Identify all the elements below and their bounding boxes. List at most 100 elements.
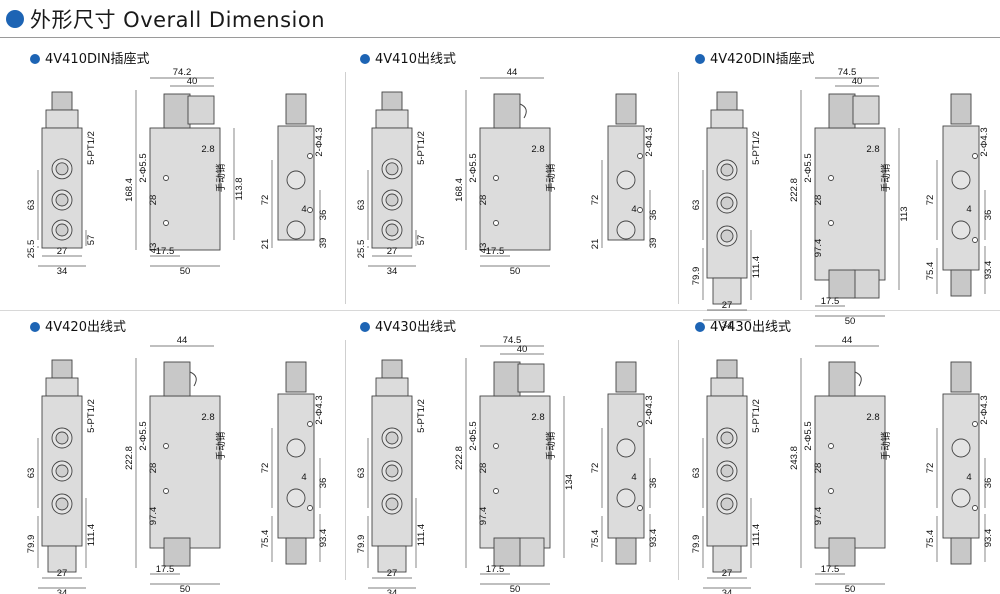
panel-title: 4V410DIN插座式 [45, 52, 150, 67]
port-circle [720, 497, 734, 511]
dimension-label: 27 [57, 246, 68, 257]
mounting-hole [163, 443, 169, 449]
mounting-hole [493, 175, 499, 181]
port-circle [55, 464, 69, 478]
dimension-label: 21 [590, 239, 601, 250]
din-connector [187, 95, 215, 125]
port-circle [55, 431, 69, 445]
mounting-hole [828, 488, 834, 494]
dimension-label: 97.4 [813, 239, 824, 258]
hole-label: 2-Φ5.5 [468, 421, 479, 450]
dimension-label: 17.5 [156, 246, 175, 257]
mounting-hole [307, 421, 313, 427]
dimension-label: 34 [387, 266, 398, 277]
lower-coil [712, 277, 742, 305]
hole-label: 2-Φ4.3 [979, 127, 990, 156]
dimension-label: 93.4 [983, 261, 994, 280]
dimension-label: 57 [416, 235, 427, 246]
coil-body [45, 109, 79, 129]
dimension-label: 97.4 [813, 507, 824, 526]
dimension-label: 63 [26, 200, 37, 211]
end-port [286, 438, 306, 458]
lead-wire [519, 103, 527, 119]
dimension-label: 34 [722, 320, 733, 331]
solenoid-coil [828, 93, 856, 129]
solenoid-coil-lower [493, 537, 521, 567]
hole-label: 2-Φ5.5 [803, 421, 814, 450]
dimension-label: 75.4 [925, 262, 936, 281]
port-circle [720, 229, 734, 243]
dimension-label: 93.4 [318, 529, 329, 548]
end-body [942, 125, 980, 271]
mounting-hole [972, 153, 978, 159]
end-coil [950, 361, 972, 393]
dimension-label: 44 [842, 335, 853, 346]
dimension-label: 79.9 [691, 535, 702, 554]
coil-body [45, 377, 79, 397]
mounting-hole [493, 488, 499, 494]
dimension-label: 34 [57, 588, 68, 594]
lower-coil [377, 545, 407, 573]
dimension-label: 17.5 [486, 246, 505, 257]
column-divider-2 [678, 72, 679, 304]
solenoid-coil [493, 93, 521, 129]
end-coil [950, 93, 972, 125]
dimension-label: 111.4 [751, 256, 762, 278]
valve-body-side [479, 127, 551, 251]
dimension-label: 2.8 [201, 412, 214, 423]
end-coil [285, 93, 307, 125]
hole-label: 2-Φ4.3 [979, 395, 990, 424]
dimension-label: 63 [691, 200, 702, 211]
dimension-label: 79.9 [356, 535, 367, 554]
dimension-label: 93.4 [648, 529, 659, 548]
dimension-label: 43 [478, 243, 489, 254]
dimension-label: 4 [631, 204, 636, 215]
column-divider-3 [345, 340, 346, 580]
dimension-label: 39 [648, 238, 659, 249]
dimension-label: 36 [648, 210, 659, 221]
mounting-hole [493, 220, 499, 226]
end-coil-lower [950, 537, 972, 565]
end-port [951, 488, 971, 508]
mounting-hole [828, 443, 834, 449]
port-label: 5-PT1/2 [416, 399, 427, 433]
dimension-label: 28 [148, 463, 159, 474]
port-label: 5-PT1/2 [751, 131, 762, 165]
mounting-hole [637, 207, 643, 213]
port-label: 5-PT1/2 [751, 399, 762, 433]
dimension-label: 27 [387, 246, 398, 257]
end-coil [615, 361, 637, 393]
dimension-label: 17.5 [486, 564, 505, 575]
coil-cap [51, 359, 73, 379]
dimension-label: 79.9 [26, 535, 37, 554]
dimension-label: 36 [318, 478, 329, 489]
dimension-label: 97.4 [148, 507, 159, 526]
solenoid-coil-lower [163, 537, 191, 567]
dimension-label: 63 [691, 468, 702, 479]
dimension-label: 28 [813, 195, 824, 206]
port-circle [720, 431, 734, 445]
end-port [616, 170, 636, 190]
dimension-label: 27 [722, 568, 733, 579]
port-circle [385, 162, 399, 176]
mounting-hole [828, 220, 834, 226]
dimension-label: 72 [590, 463, 601, 474]
end-coil [615, 93, 637, 125]
manual-pin-label: 手动销 [880, 163, 892, 192]
end-body [607, 393, 645, 539]
mounting-hole [637, 153, 643, 159]
dimension-label: 36 [648, 478, 659, 489]
dimension-label: 2.8 [866, 412, 879, 423]
coil-cap [716, 359, 738, 379]
panel-title: 4V430出线式 [710, 320, 791, 335]
dimension-label: 50 [510, 266, 521, 277]
dimension-label: 28 [478, 463, 489, 474]
dimension-label: 72 [260, 463, 271, 474]
dimension-label: 21 [260, 239, 271, 250]
end-port [286, 488, 306, 508]
